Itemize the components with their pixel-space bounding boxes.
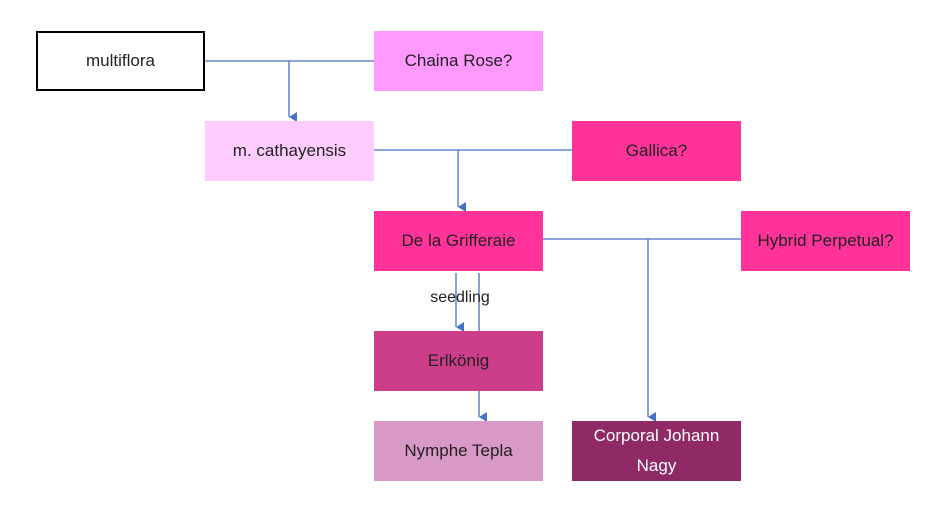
node-label: Erlkönig <box>427 351 490 370</box>
node-erlkonig: Erlkönig <box>374 331 543 391</box>
node-label: Hybrid Perpetual? <box>757 231 894 250</box>
node-label: Gallica? <box>625 141 688 160</box>
edge-label-seedling: seedling <box>430 289 490 306</box>
node-chaina-rose: Chaina Rose? <box>374 31 543 91</box>
node-multiflora: multiflora <box>36 31 205 91</box>
node-label: Chaina Rose? <box>404 51 513 70</box>
node-label: multiflora <box>86 51 155 70</box>
node-de-la-grifferaie: De la Grifferaie <box>374 211 543 271</box>
node-label: Corporal Johann Nagy <box>593 426 720 475</box>
node-corporal-johann-nagy: Corporal Johann Nagy <box>572 421 741 481</box>
node-hybrid-perpetual: Hybrid Perpetual? <box>741 211 910 271</box>
node-label: Nymphe Tepla <box>404 441 513 460</box>
node-label: m. cathayensis <box>232 141 347 160</box>
node-m-cathayensis: m. cathayensis <box>205 121 374 181</box>
node-gallica: Gallica? <box>572 121 741 181</box>
node-label: De la Grifferaie <box>401 231 516 250</box>
node-nymphe-tepla: Nymphe Tepla <box>374 421 543 481</box>
